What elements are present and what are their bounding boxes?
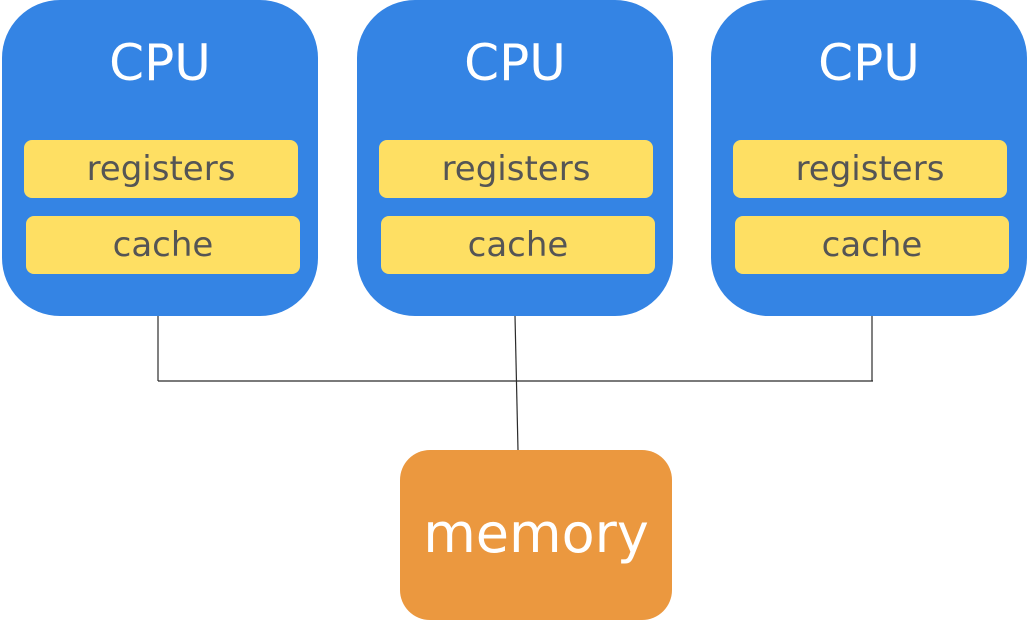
cpu-block-1: CPU registers cache xyxy=(2,0,318,316)
memory-label: memory xyxy=(423,502,649,565)
cache-box: cache xyxy=(381,216,655,274)
registers-box: registers xyxy=(733,140,1007,198)
cpu-title: CPU xyxy=(818,34,920,92)
cache-box: cache xyxy=(26,216,300,274)
registers-box: registers xyxy=(379,140,653,198)
cpu-title: CPU xyxy=(109,34,211,92)
cpu-block-3: CPU registers cache xyxy=(711,0,1027,316)
memory-connector xyxy=(514,315,519,451)
cache-box: cache xyxy=(735,216,1009,274)
memory-block: memory xyxy=(400,450,672,620)
cpu-title: CPU xyxy=(464,34,566,92)
cpu-block-2: CPU registers cache xyxy=(357,0,673,316)
registers-box: registers xyxy=(24,140,298,198)
